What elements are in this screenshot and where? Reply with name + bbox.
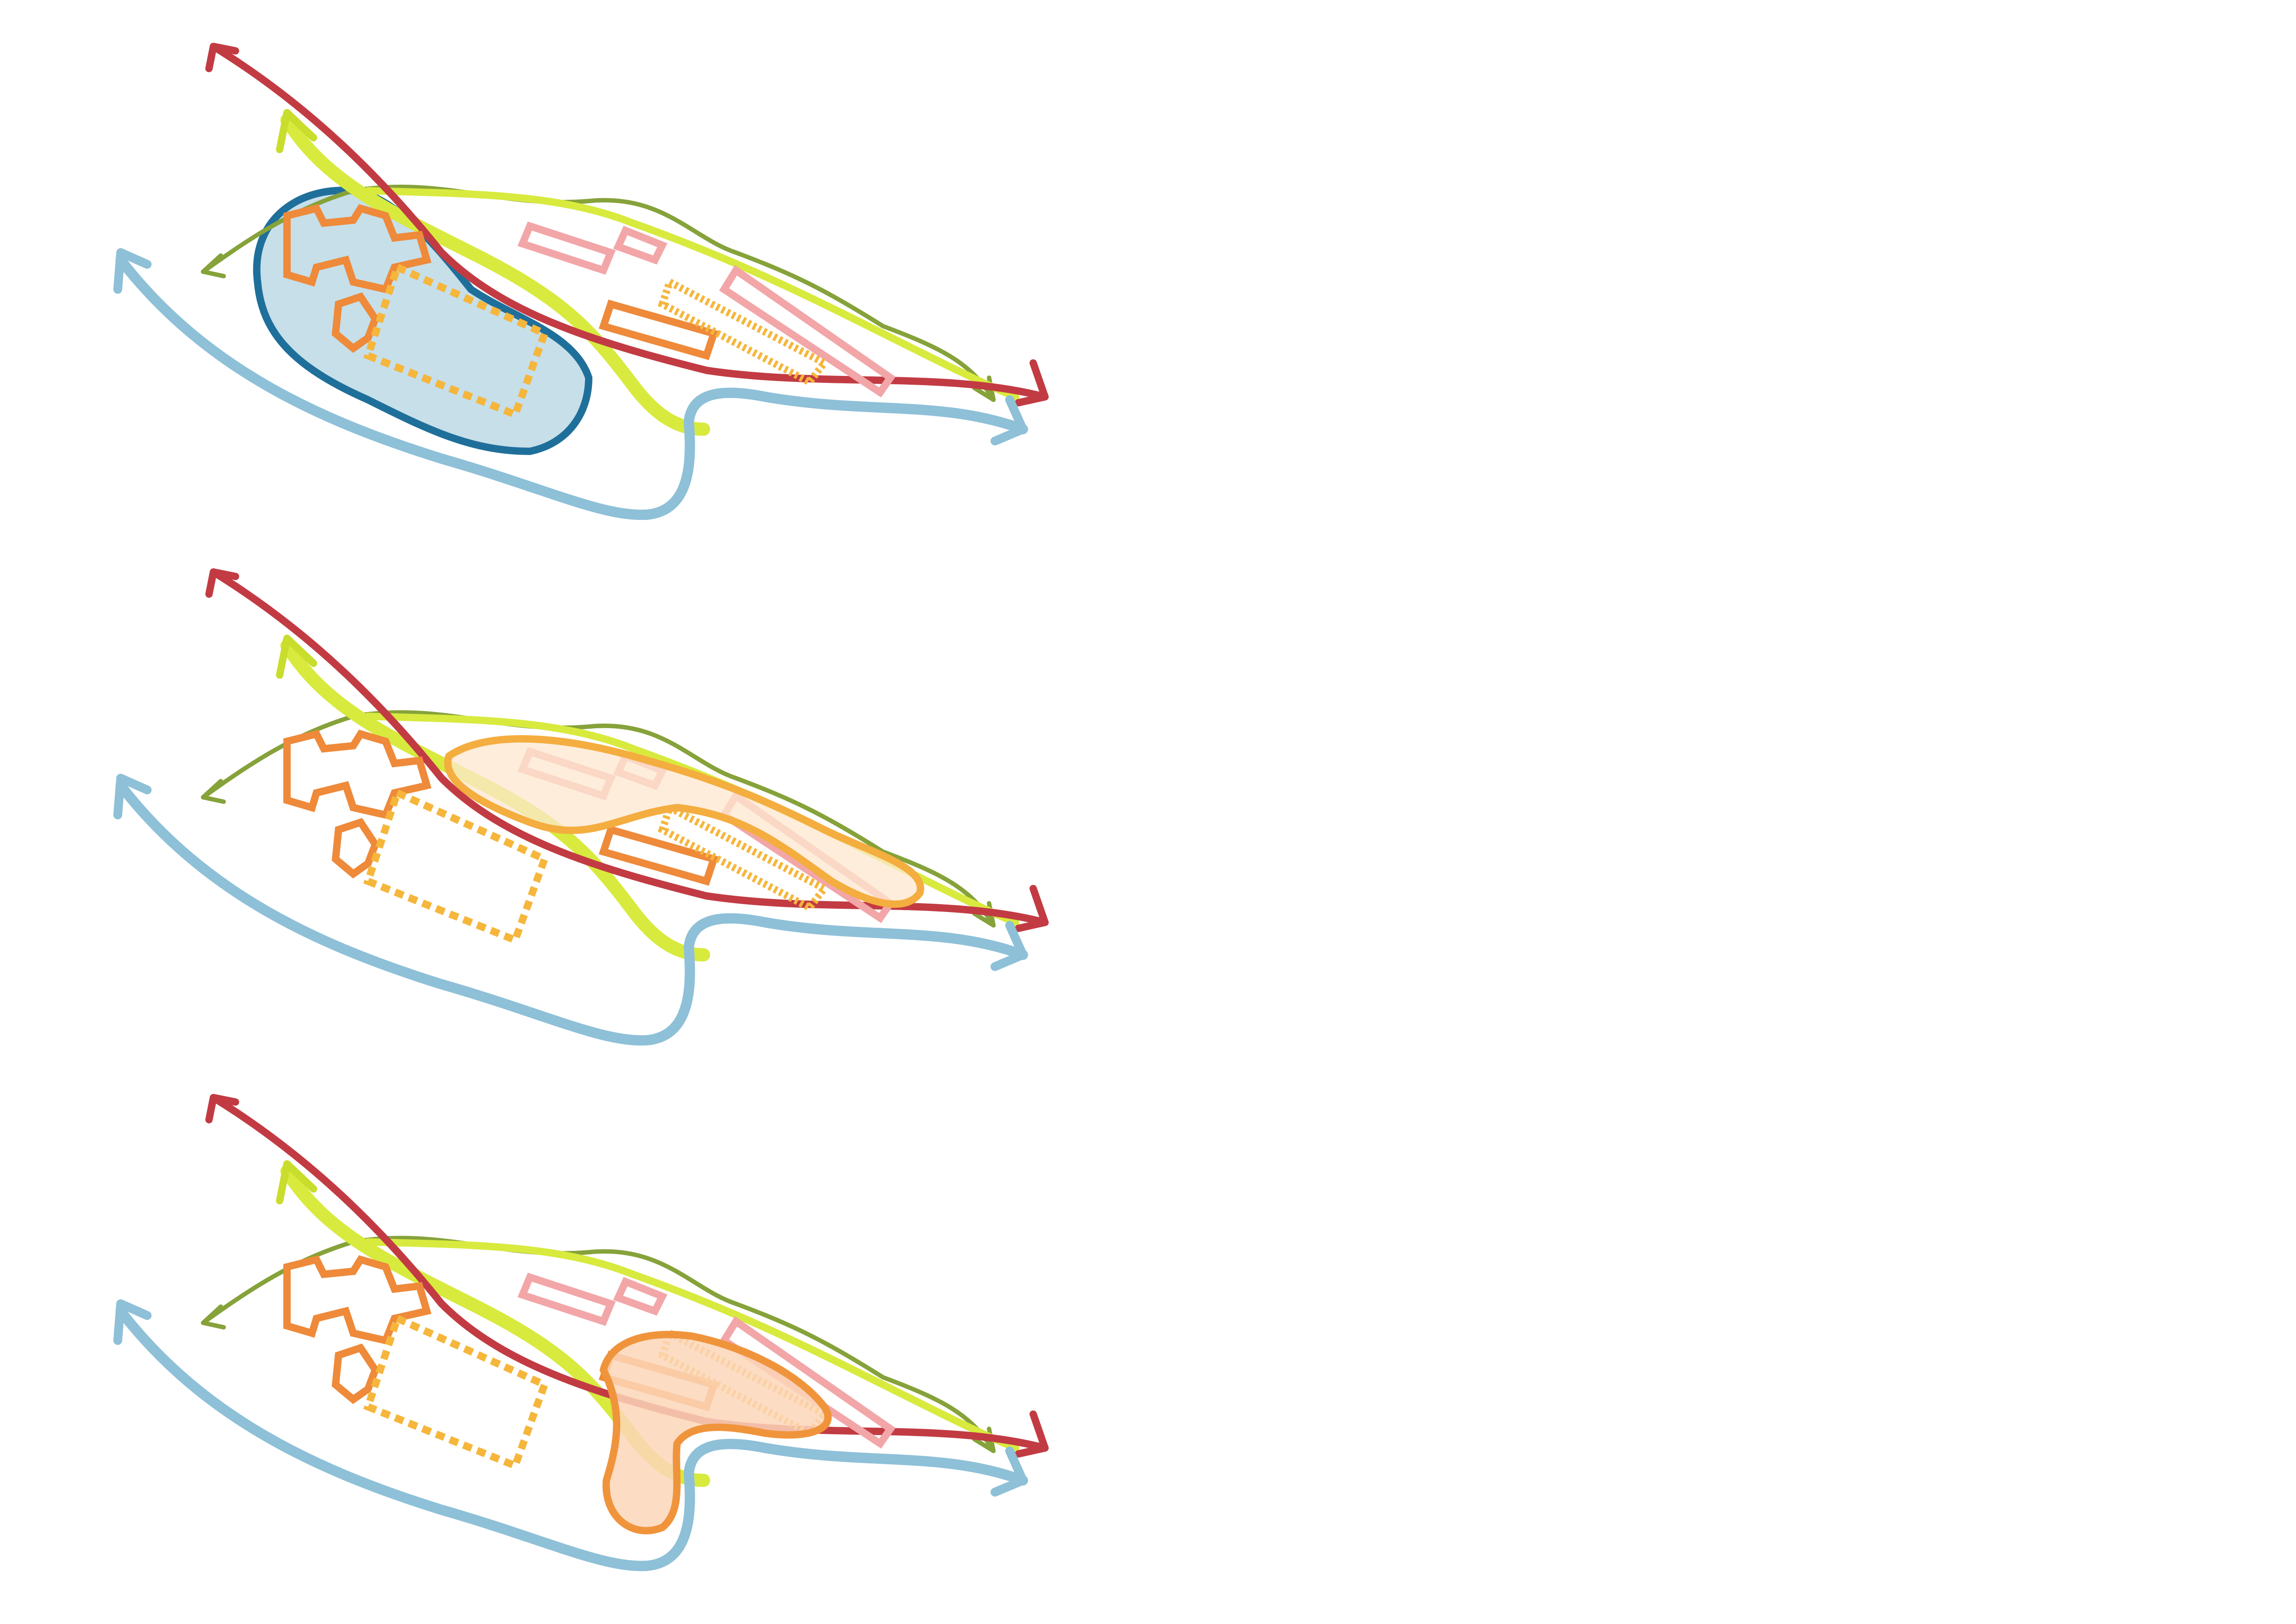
panel-1	[118, 46, 1045, 515]
orange-node-zone	[599, 1330, 832, 1535]
orange-corridor-zone	[444, 735, 924, 908]
panel-3	[118, 1098, 1045, 1566]
panel-2	[118, 572, 1045, 1041]
